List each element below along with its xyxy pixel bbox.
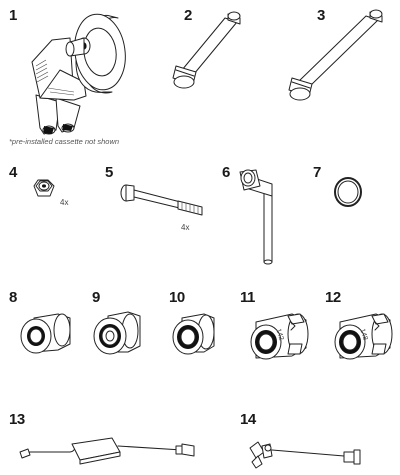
trainer-drawing [31, 13, 126, 135]
part-number-2: 2 [184, 7, 192, 24]
part-number-14: 14 [240, 411, 256, 428]
rod-3-drawing [288, 9, 383, 101]
adapter-11-drawing [250, 313, 309, 360]
part-number-12: 12 [325, 289, 341, 306]
bolt-drawing [120, 184, 203, 216]
cable-drawing [249, 441, 361, 469]
part-number-11: 11 [240, 289, 255, 306]
spacer-8-drawing [20, 313, 71, 354]
adapter-12-drawing [334, 313, 393, 360]
power-adapter-drawing [19, 437, 195, 465]
part-5-quantity: 4x [181, 223, 190, 232]
part-number-4: 4 [9, 164, 17, 181]
part-number-7: 7 [313, 164, 321, 181]
part-4-quantity: 4x [60, 198, 69, 207]
spacer-10-drawing [172, 313, 215, 355]
nut-drawing [33, 179, 55, 197]
part-number-5: 5 [105, 164, 113, 181]
cassette-note: *pre-installed cassette not shown [9, 137, 120, 146]
part-number-13: 13 [9, 411, 25, 428]
part-number-3: 3 [317, 7, 325, 24]
part-number-1: 1 [9, 7, 17, 24]
part-number-10: 10 [169, 289, 185, 306]
part-number-8: 8 [9, 289, 17, 306]
part-number-9: 9 [92, 289, 100, 306]
ring-drawing [334, 177, 362, 207]
spacer-9-drawing [93, 311, 141, 355]
wrench-drawing [239, 169, 273, 265]
rod-2-drawing [172, 11, 241, 89]
part-number-6: 6 [222, 164, 230, 181]
